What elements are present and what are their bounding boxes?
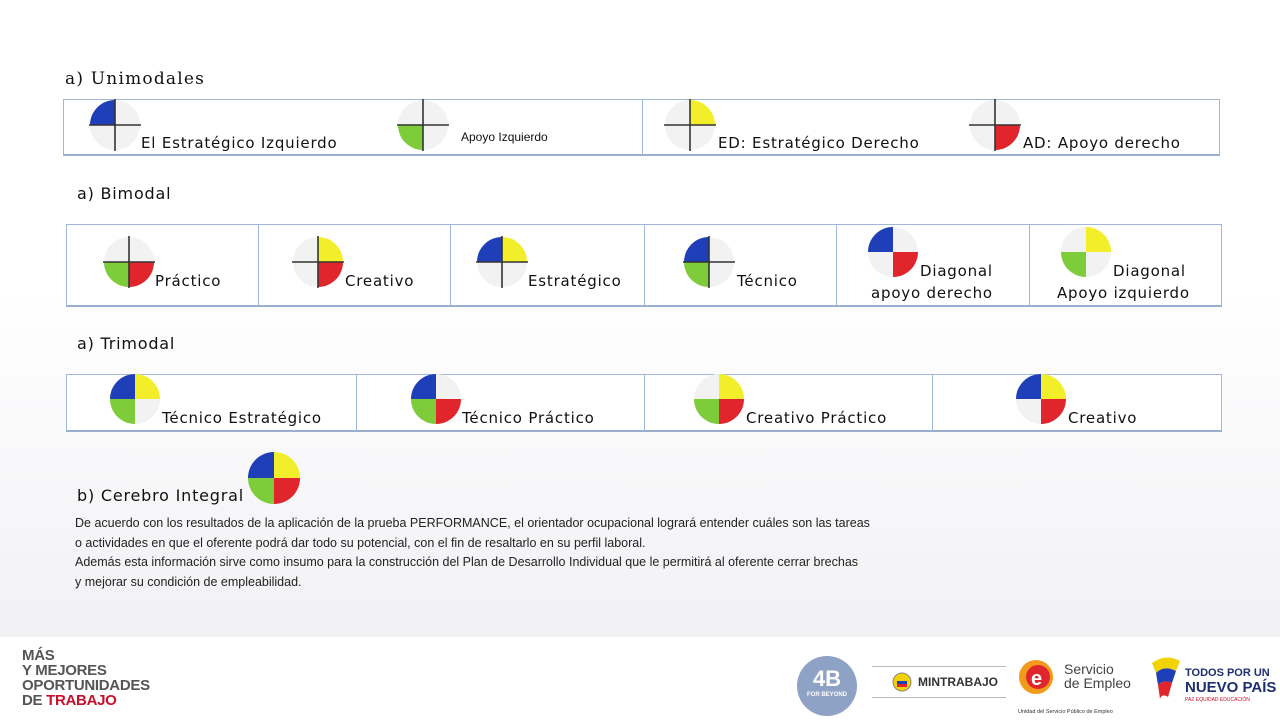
heading-trimodal: a) Trimodal	[77, 334, 176, 353]
quadrant-tecnico-estrategico-icon	[110, 374, 160, 424]
label-diagonal-derecho-2: apoyo derecho	[871, 284, 993, 302]
paragraph-line: o actividades en que el oferente podrá d…	[75, 535, 646, 550]
quadrant-creativo-trimodal-icon	[1016, 374, 1066, 424]
quadrant-tecnico-icon	[683, 236, 735, 288]
heading-bimodal: a) Bimodal	[77, 184, 172, 203]
trimodal-divider	[932, 375, 933, 430]
label-diagonal-izquierdo-2: Apoyo izquierdo	[1057, 284, 1190, 302]
bimodal-divider	[644, 225, 645, 305]
label-apoyo-izquierdo: Apoyo Izquierdo	[461, 130, 548, 144]
label-apoyo-derecho: AD: Apoyo derecho	[1023, 134, 1181, 152]
quadrant-creativo-icon	[292, 236, 344, 288]
label-creativo-trimodal: Creativo	[1068, 409, 1138, 427]
description-paragraph: De acuerdo con los resultados de la apli…	[75, 514, 1000, 592]
slogan-line: OPORTUNIDADES	[22, 677, 150, 694]
colombia-seal-icon	[892, 672, 912, 692]
label-estrategico-derecho: ED: Estratégico Derecho	[718, 134, 920, 152]
bimodal-divider	[258, 225, 259, 305]
quadrant-tecnico-practico-icon	[411, 374, 461, 424]
paragraph-line: y mejorar su condición de empleabilidad.	[75, 574, 302, 589]
slogan-logo: MÁS Y MEJORES OPORTUNIDADES DE TRABAJO	[22, 648, 150, 708]
trimodal-divider	[644, 375, 645, 430]
quadrant-green-bottomleft-icon	[397, 99, 449, 151]
unimodal-row	[63, 99, 1220, 156]
label-practico: Práctico	[155, 272, 222, 290]
quadrant-blue-topleft-icon	[89, 99, 141, 151]
servicio-empleo-icon: e	[1019, 660, 1053, 694]
quadrant-estrategico-icon	[476, 236, 528, 288]
bimodal-divider	[1029, 225, 1030, 305]
quadrant-integral-icon	[248, 452, 300, 504]
slogan-red: TRABAJO	[46, 692, 117, 709]
label-diagonal-izquierdo-1: Diagonal	[1113, 262, 1186, 280]
quadrant-creativo-practico-icon	[694, 374, 744, 424]
nuevo-pais-icon	[1152, 657, 1180, 699]
label-tecnico-practico: Técnico Práctico	[462, 409, 595, 427]
unimodal-divider	[642, 100, 643, 154]
label-tecnico: Técnico	[737, 272, 798, 290]
svg-text:e: e	[1031, 668, 1042, 690]
quadrant-diagonal-derecho-icon	[868, 227, 918, 277]
4b-logo: 4B FOR BEYOND	[797, 656, 857, 716]
quadrant-yellow-topright-icon	[664, 99, 716, 151]
bimodal-divider	[450, 225, 451, 305]
quadrant-practico-icon	[103, 236, 155, 288]
heading-cerebro-integral: b) Cerebro Integral	[77, 486, 244, 505]
label-creativo-practico: Creativo Práctico	[746, 409, 888, 427]
label-creativo: Creativo	[345, 272, 415, 290]
slogan-line: DE	[22, 692, 43, 709]
heading-unimodales: a) Unimodales	[65, 69, 206, 89]
quadrant-diagonal-izquierdo-icon	[1061, 227, 1111, 277]
quadrant-red-bottomright-icon	[969, 99, 1021, 151]
paragraph-line: Además esta información sirve como insum…	[75, 555, 859, 569]
label-estrategico-izquierdo: El Estratégico Izquierdo	[141, 134, 338, 152]
bimodal-row	[66, 224, 1222, 307]
bimodal-divider	[836, 225, 837, 305]
footer-bar	[0, 637, 1280, 720]
slogan-line: Y MEJORES	[22, 662, 107, 679]
paragraph-line: De acuerdo con los resultados de la apli…	[75, 516, 870, 530]
label-tecnico-estrategico: Técnico Estratégico	[162, 409, 322, 427]
label-estrategico: Estratégico	[528, 272, 622, 290]
label-diagonal-derecho-1: Diagonal	[920, 262, 993, 280]
mintrabajo-logo: MINTRABAJO	[872, 666, 1006, 698]
slogan-line: MÁS	[22, 647, 55, 664]
trimodal-divider	[356, 375, 357, 430]
